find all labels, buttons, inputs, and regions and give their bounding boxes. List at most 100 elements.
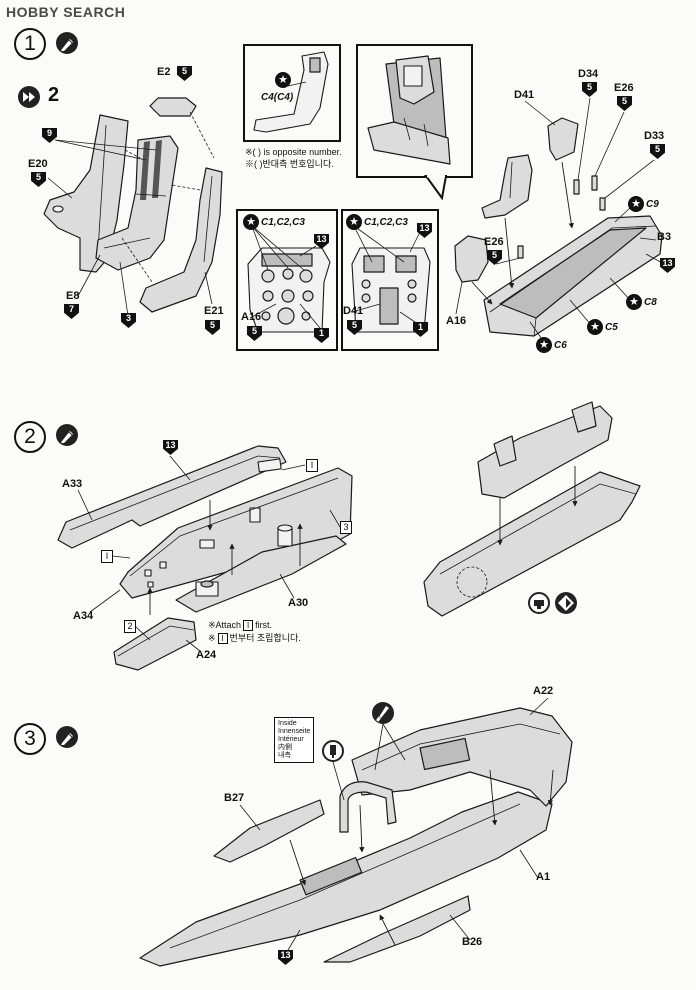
part-label-a16-panel: A16 [241, 311, 262, 323]
intake-part-b27 [213, 799, 325, 863]
hobby-search-watermark: HOBBY SEARCH [6, 4, 126, 20]
cockpit-floor-a30 [175, 524, 347, 613]
paint-brush-icon [56, 32, 78, 54]
decal-marker-rear-panel: ★ C1,C2,C3 [346, 214, 408, 230]
seat-side-e21 [139, 167, 223, 313]
part-label-a24: A24 [196, 649, 217, 661]
part-label-a22: A22 [533, 685, 554, 697]
color-marker-cushion: 3 [121, 313, 136, 328]
inside-label-ja: 内側 [278, 744, 292, 751]
opposite-number-note-en: ※( ) is opposite number. [245, 147, 342, 157]
part-label-a1: A1 [536, 871, 551, 883]
rear-panel-box [341, 209, 439, 351]
note-prefix: ※Attach [208, 620, 242, 630]
inside-label-en: Inside [278, 720, 297, 727]
decal-text: C6 [554, 339, 567, 351]
rear-seat [481, 154, 533, 219]
decal-marker-c6: ★ C6 [536, 337, 567, 353]
paint-brush-icon [56, 424, 78, 446]
direction-icon [555, 592, 577, 614]
upper-fuselage-a22 [351, 707, 573, 807]
step-2-number: 2 [14, 421, 46, 453]
control-sticks [517, 175, 606, 259]
part-label-d34: D34 [578, 68, 599, 80]
part-label-a16: A16 [446, 315, 467, 327]
subassembly-number: 2 [48, 84, 60, 106]
color-marker-e2: 5 [177, 66, 192, 81]
floor-part-a24 [113, 617, 197, 671]
color-marker-rear-panel-bottom: 1 [413, 322, 428, 337]
cockpit-tub-b3 [483, 215, 663, 337]
inside-label-fr: Intérieur [278, 736, 304, 743]
decal-marker-front-panel: ★ C1,C2,C3 [243, 214, 305, 230]
decal-text: C4(C4) [261, 92, 294, 103]
color-marker-d41-panel: 5 [347, 320, 362, 335]
color-marker-front-panel-bottom: 1 [314, 328, 329, 343]
part-label-b27: B27 [224, 792, 245, 804]
lower-fuselage-a1 [139, 791, 553, 967]
color-marker-e8: 7 [64, 304, 79, 319]
subassembly-arrows-icon [18, 86, 40, 108]
note-prefix: ※ [208, 633, 216, 643]
color-marker-rear-panel-top: 13 [417, 223, 432, 238]
part-label-d33: D33 [644, 130, 665, 142]
paint-brush-icon [56, 726, 78, 748]
inside-color-note: Inside Innenseite Intérieur 内側 내측 [274, 717, 315, 763]
part-label-b3: B3 [657, 231, 672, 243]
seat-side-e20 [43, 114, 129, 273]
part-label-a34: A34 [73, 610, 94, 622]
cockpit-side-a34 [119, 467, 353, 599]
forward-fuselage [423, 471, 641, 617]
color-marker-a16-panel: 5 [247, 326, 262, 341]
seat-leader-lines [47, 139, 213, 317]
part-label-e26-top: E26 [614, 82, 634, 94]
color-marker-d33: 5 [650, 144, 665, 159]
decal-star-icon: ★ [587, 319, 603, 335]
color-marker-d34: 5 [582, 82, 597, 97]
part-label-a30: A30 [288, 597, 309, 609]
seat-bracket-e2 [149, 97, 215, 159]
decal-text: C5 [605, 321, 618, 333]
cockpit-callout-box [356, 44, 473, 178]
front-panel-a16 [454, 235, 489, 283]
seat-cushion-e8 [95, 135, 179, 271]
note-ref-box: I [217, 633, 228, 644]
decal-text: C1,C2,C3 [261, 216, 305, 228]
seat-detail-box [243, 44, 341, 142]
decal-label-c4: C4(C4) [261, 92, 293, 103]
decal-star-icon: ★ [275, 72, 291, 88]
decal-star-icon: ★ [243, 214, 259, 230]
part-label-a33: A33 [62, 478, 83, 490]
decal-marker-c5: ★ C5 [587, 319, 618, 335]
seat-back-detail [253, 51, 329, 133]
part-label-e8: E8 [66, 290, 80, 302]
color-marker-e21: 5 [205, 320, 220, 335]
opposite-number-note-ko: ※( )반대측 번호입니다. [245, 159, 334, 169]
decal-star-icon: ★ [628, 196, 644, 212]
part-label-e20: E20 [28, 158, 48, 170]
cockpit-tub-callout [367, 55, 451, 201]
decal-text: C1,C2,C3 [364, 216, 408, 228]
intake-part-b26 [323, 895, 471, 963]
step-1-number: 1 [14, 28, 46, 60]
note-suffix: 번부터 조립합니다. [229, 633, 301, 643]
step3-leader-lines [239, 697, 554, 951]
cockpit-tub-assembled [477, 401, 613, 546]
knife-icon [372, 702, 394, 724]
instrument-panel-front [247, 225, 331, 333]
decal-marker-c9: ★ C9 [628, 196, 659, 212]
canopy-frame [339, 781, 397, 833]
note-suffix: first. [255, 620, 273, 630]
inside-label-ko: 내측 [278, 752, 291, 759]
step-3-number: 3 [14, 723, 46, 755]
part-label-d41-panel: D41 [343, 305, 364, 317]
note-ref-box: I [243, 620, 254, 631]
decal-star-icon: ★ [536, 337, 552, 353]
glue-tube-icon [322, 740, 344, 762]
color-marker-a1: 13 [278, 950, 293, 965]
instrument-panel-rear [351, 225, 431, 333]
